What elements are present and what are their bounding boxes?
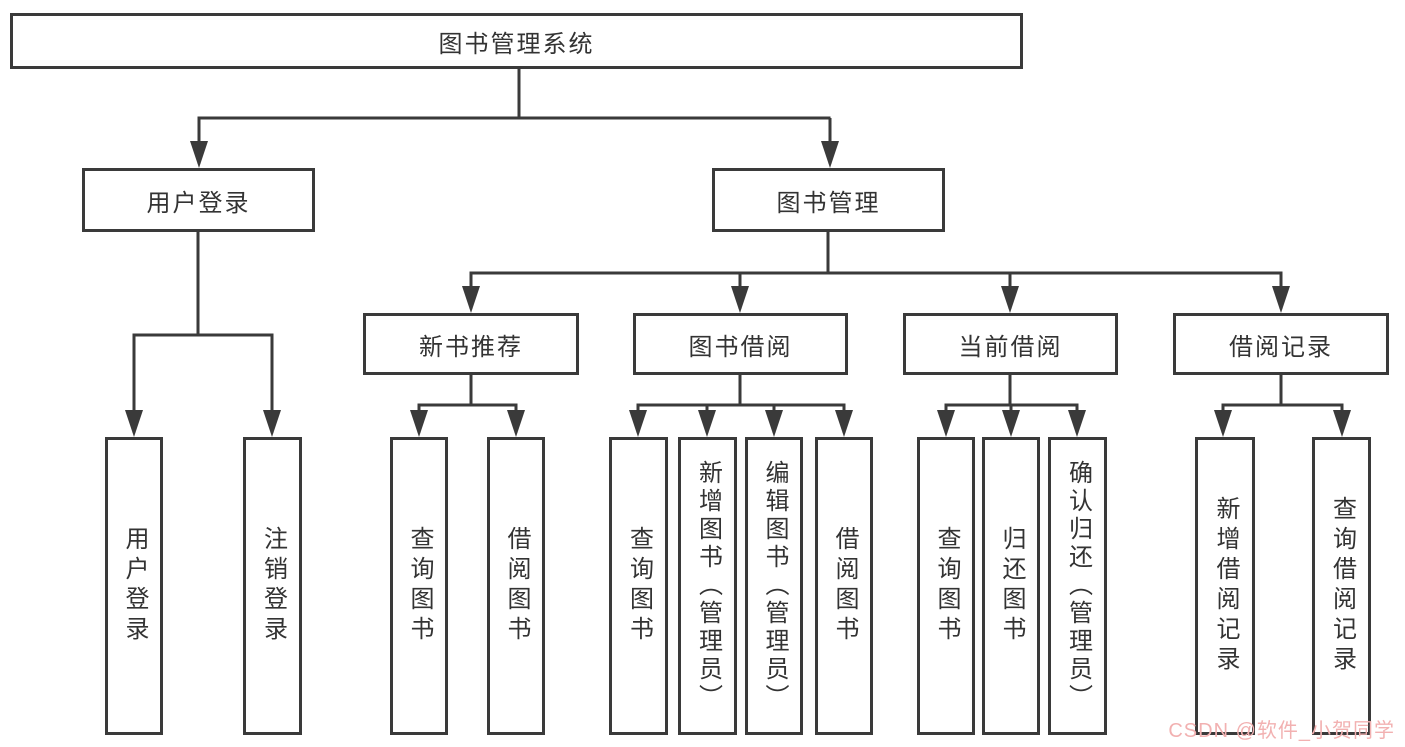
node-book-management: 图书管理 bbox=[712, 168, 945, 232]
leaf-query-books-1-label: 查询图书 bbox=[406, 526, 433, 646]
node-current-borrow: 当前借阅 bbox=[903, 313, 1118, 375]
node-user-login-label: 用户登录 bbox=[146, 189, 251, 217]
leaf-borrow-books-2-label: 借阅图书 bbox=[831, 526, 858, 646]
arrow-icon bbox=[263, 410, 281, 437]
leaf-logout-login: 注销登录 bbox=[243, 437, 302, 735]
leaf-user-login: 用户登录 bbox=[105, 437, 163, 735]
arrow-icon bbox=[835, 410, 853, 437]
arrow-icon bbox=[410, 410, 428, 437]
leaf-borrow-books-2: 借阅图书 bbox=[815, 437, 873, 735]
arrow-icon bbox=[1002, 410, 1020, 437]
watermark: CSDN @软件_小贺同学 bbox=[1168, 720, 1395, 742]
node-borrow-records-label: 借阅记录 bbox=[1229, 333, 1333, 361]
leaf-add-books-admin-label: 新增图书（管理员） bbox=[694, 460, 722, 712]
leaf-query-borrow-record: 查询借阅记录 bbox=[1312, 437, 1371, 735]
leaf-add-borrow-record-label: 新增借阅记录 bbox=[1212, 496, 1239, 676]
arrow-icon bbox=[1333, 410, 1351, 437]
arrow-icon bbox=[1068, 410, 1086, 437]
arrow-icon bbox=[937, 410, 955, 437]
arrow-icon bbox=[462, 286, 480, 313]
node-book-borrow-label: 图书借阅 bbox=[688, 333, 793, 361]
node-borrow-records: 借阅记录 bbox=[1173, 313, 1389, 375]
connector-new-book bbox=[417, 375, 518, 433]
leaf-logout-login-label: 注销登录 bbox=[259, 526, 287, 646]
node-user-login: 用户登录 bbox=[82, 168, 315, 232]
node-book-borrow: 图书借阅 bbox=[633, 313, 848, 375]
connector-book-borrow bbox=[636, 375, 846, 433]
arrow-icon bbox=[821, 141, 839, 168]
arrow-icon bbox=[507, 410, 525, 437]
leaf-query-books-2-label: 查询图书 bbox=[625, 526, 653, 646]
leaf-user-login-label: 用户登录 bbox=[121, 526, 148, 646]
connector-user-login bbox=[132, 232, 274, 433]
node-current-borrow-label: 当前借阅 bbox=[958, 333, 1063, 361]
arrow-icon bbox=[125, 410, 143, 437]
leaf-edit-books-admin-label: 编辑图书（管理员） bbox=[761, 460, 788, 712]
leaf-query-books-2: 查询图书 bbox=[609, 437, 668, 735]
node-root-label: 图书管理系统 bbox=[438, 30, 595, 58]
leaf-borrow-books-1-label: 借阅图书 bbox=[503, 526, 530, 646]
connector-borrow-records bbox=[1221, 375, 1344, 433]
leaf-confirm-return-admin: 确认归还（管理员） bbox=[1048, 437, 1107, 735]
arrow-icon bbox=[190, 141, 208, 168]
leaf-query-books-1: 查询图书 bbox=[390, 437, 448, 735]
leaf-borrow-books-1: 借阅图书 bbox=[487, 437, 545, 735]
node-root: 图书管理系统 bbox=[10, 13, 1023, 69]
arrow-icon bbox=[1272, 286, 1290, 313]
node-new-book-recommend: 新书推荐 bbox=[363, 313, 579, 375]
arrow-icon bbox=[731, 286, 749, 313]
leaf-edit-books-admin: 编辑图书（管理员） bbox=[745, 437, 803, 735]
leaf-query-borrow-record-label: 查询借阅记录 bbox=[1328, 496, 1356, 676]
arrow-icon bbox=[698, 410, 716, 437]
arrow-icon bbox=[1001, 286, 1019, 313]
node-new-book-recommend-label: 新书推荐 bbox=[419, 333, 523, 361]
connector-book-management bbox=[469, 232, 1283, 309]
arrowheads bbox=[125, 141, 1351, 437]
leaf-confirm-return-admin-label: 确认归还（管理员） bbox=[1064, 460, 1092, 712]
arrow-icon bbox=[765, 410, 783, 437]
leaf-add-borrow-record: 新增借阅记录 bbox=[1195, 437, 1255, 735]
connector-root bbox=[197, 69, 832, 164]
leaf-add-books-admin: 新增图书（管理员） bbox=[678, 437, 737, 735]
arrow-icon bbox=[629, 410, 647, 437]
leaf-return-books: 归还图书 bbox=[982, 437, 1040, 735]
node-book-management-label: 图书管理 bbox=[776, 189, 881, 217]
leaf-return-books-label: 归还图书 bbox=[998, 526, 1025, 646]
arrow-icon bbox=[1214, 410, 1232, 437]
leaf-query-books-3-label: 查询图书 bbox=[933, 526, 960, 646]
leaf-query-books-3: 查询图书 bbox=[917, 437, 975, 735]
